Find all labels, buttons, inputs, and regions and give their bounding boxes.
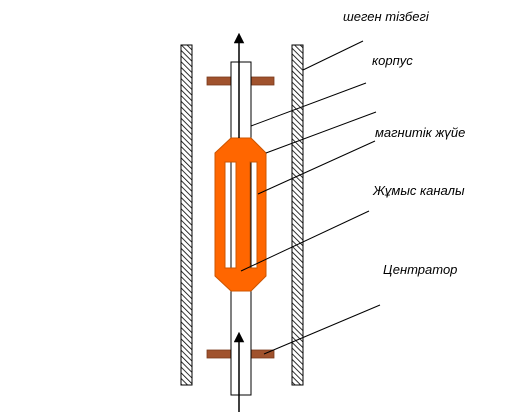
leader-casing-string bbox=[302, 40, 364, 71]
label-casing-string: шеген тізбегі bbox=[343, 9, 430, 24]
leader-working-channel-2 bbox=[240, 210, 370, 272]
housing-wall-right bbox=[291, 44, 304, 386]
magnetic-system bbox=[214, 137, 267, 292]
label-magnetic-system: магнитік жүйе bbox=[375, 125, 465, 140]
leader-housing bbox=[250, 82, 367, 127]
label-centrator: Центратор bbox=[383, 262, 457, 277]
leader-magnetic-system bbox=[265, 111, 377, 154]
leader-centrator bbox=[263, 304, 381, 355]
housing-wall-left bbox=[180, 44, 193, 386]
leader-working-channel bbox=[257, 140, 376, 195]
label-housing: корпус bbox=[372, 53, 413, 68]
label-working-channel: Жұмыс каналы bbox=[372, 183, 465, 198]
